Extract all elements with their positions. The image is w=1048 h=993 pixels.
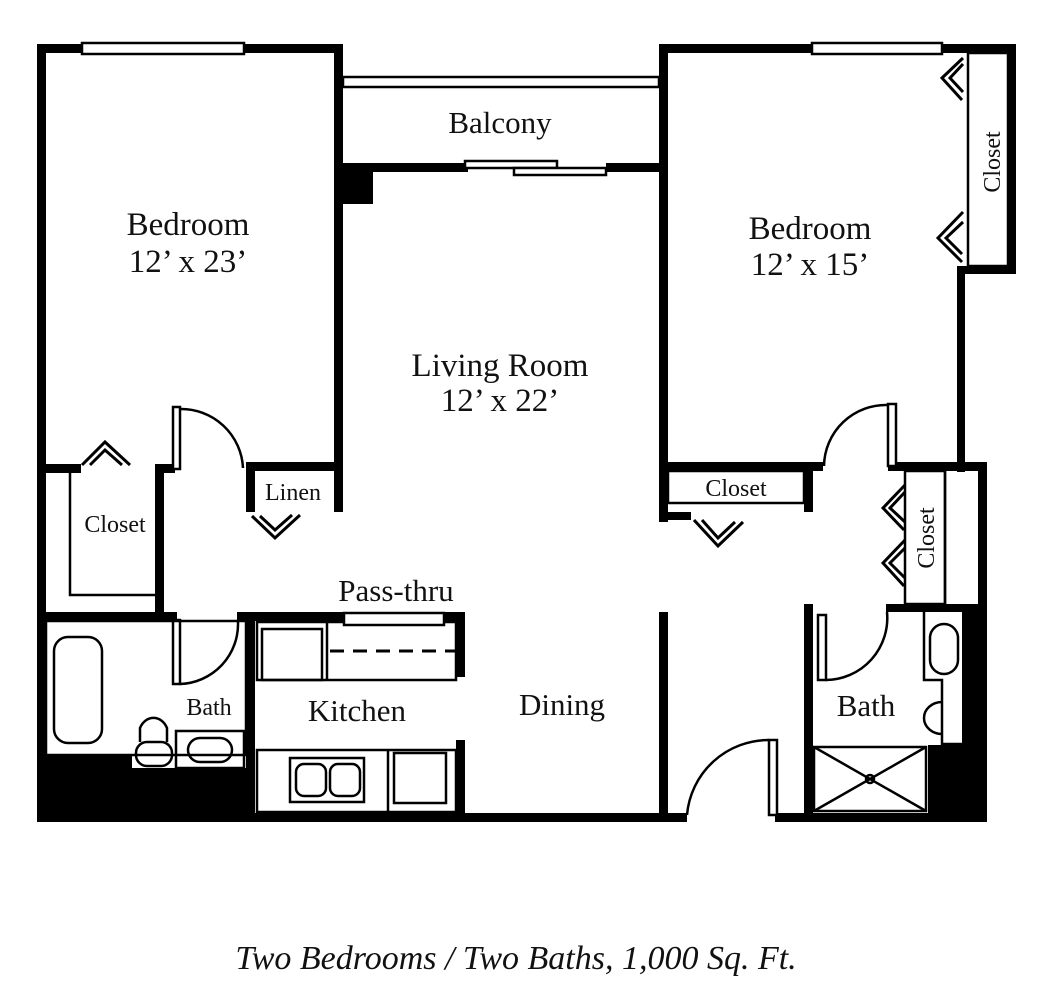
closet-right-top [935,51,1010,268]
kitchen-label: Kitchen [308,693,407,728]
bath-right-label: Bath [837,688,896,723]
doors [80,402,907,817]
room-labels: Balcony Bedroom 12’ x 23’ Bedroom 12’ x … [84,105,1006,728]
linen-label: Linen [265,480,321,506]
bedroom-right-name: Bedroom [749,211,872,247]
balcony-label: Balcony [448,105,552,140]
kitchen-fixtures [255,611,458,814]
closet-interiors [68,469,947,606]
dining-label: Dining [519,687,605,722]
living-room-size: 12’ x 22’ [441,383,560,419]
living-room-name: Living Room [412,348,589,384]
bedroom-right-size: 12’ x 15’ [751,247,870,283]
right-bath-fixtures [812,612,962,813]
closet-mid-label: Closet [705,476,767,502]
closet-right-top-label: Closet [980,131,1006,193]
interior-walls [37,462,987,822]
bedroom-left-name: Bedroom [127,207,250,243]
bedroom-left-size: 12’ x 23’ [129,244,248,280]
bath-left-label: Bath [186,695,231,721]
closet-left-label: Closet [84,512,146,538]
left-bath-fixtures [44,619,248,770]
plan-caption: Two Bedrooms / Two Baths, 1,000 Sq. Ft. [235,940,796,977]
closet-right-hall-label: Closet [914,507,940,569]
pass-thru-label: Pass-thru [338,573,453,608]
windows [80,41,944,177]
